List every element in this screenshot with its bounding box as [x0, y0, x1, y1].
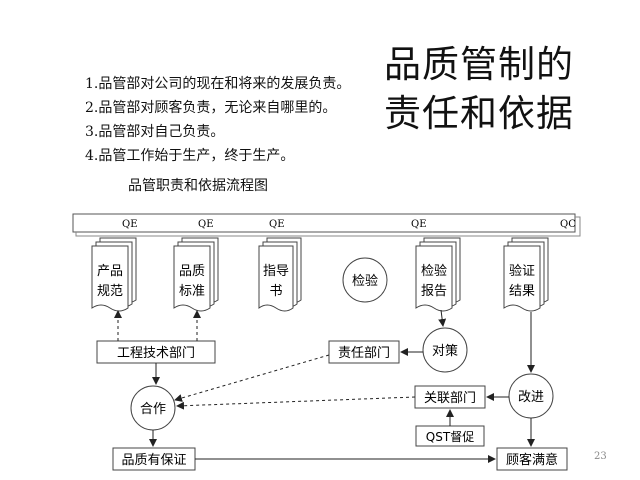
node-label: 改进 — [518, 390, 544, 405]
box-qst-supervise: QST督促 — [415, 425, 485, 447]
doc-label: 报告 — [421, 284, 447, 299]
title-line-2: 责任和依据 — [384, 92, 574, 135]
list-item: 4.品管工作始于生产，终于生产。 — [85, 144, 415, 168]
box-label: 品质有保证 — [121, 453, 186, 468]
node-inspection: 检验 — [342, 257, 388, 303]
banner-label: QE — [411, 219, 427, 230]
box-label: 责任部门 — [338, 346, 390, 361]
doc-label: 标准 — [179, 284, 205, 299]
list-number: 1. — [85, 76, 99, 92]
node-improvement: 改进 — [508, 373, 554, 419]
list-item: 3.品管部对自己负责。 — [85, 120, 415, 144]
doc-label: 品质 — [179, 264, 205, 279]
doc-label: 结果 — [509, 284, 535, 299]
box-quality-assured: 品质有保证 — [112, 447, 196, 471]
list-item: 2.品管部对顾客负责，无论来自哪里的。 — [85, 96, 415, 120]
arrow-related-to-cooperation — [176, 396, 416, 410]
node-label: 合作 — [140, 402, 166, 417]
box-related-dept: 关联部门 — [414, 385, 486, 409]
node-label: 检验 — [352, 273, 378, 289]
doc-verification-result: 验证 结果 — [503, 237, 549, 312]
list-text: 品管部对公司的现在和将来的发展负责。 — [98, 76, 351, 92]
doc-instruction: 指导 书 — [258, 237, 302, 312]
banner-label: QE — [269, 219, 285, 230]
list-number: 3. — [85, 124, 99, 140]
banner-label: QE — [122, 219, 138, 230]
doc-label: 书 — [269, 284, 282, 299]
doc-quality-standard: 品质 标准 — [173, 237, 219, 312]
box-responsible-dept: 责任部门 — [328, 340, 400, 364]
box-label: 关联部门 — [424, 391, 476, 406]
box-customer-satisfaction: 顾客满意 — [496, 447, 568, 471]
list-item: 1.品管部对公司的现在和将来的发展负责。 — [85, 72, 415, 96]
doc-inspection-report: 检验 报告 — [415, 237, 461, 312]
slide-title: 品质管制的 责任和依据 — [384, 40, 634, 138]
arrow-responsible-to-cooperation — [174, 354, 330, 402]
list-text: 品管部对顾客负责，无论来自哪里的。 — [98, 100, 337, 116]
box-label: 工程技术部门 — [117, 346, 195, 361]
node-label: 对策 — [432, 343, 458, 359]
diagram-subtitle: 品管职责和依据流程图 — [128, 178, 268, 194]
doc-label: 检验 — [421, 263, 447, 279]
node-countermeasure: 对策 — [422, 327, 468, 373]
box-label: QST督促 — [426, 429, 474, 444]
banner-label: QC — [560, 219, 576, 230]
qe-banner: QE QE QE QE QC — [72, 213, 581, 237]
list-text: 品管部对自己负责。 — [98, 124, 225, 140]
title-line-1: 品质管制的 — [384, 43, 574, 86]
list-text: 品管工作始于生产，终于生产。 — [98, 148, 295, 164]
responsibility-list: 1.品管部对公司的现在和将来的发展负责。 2.品管部对顾客负责，无论来自哪里的。… — [85, 72, 415, 168]
doc-label: 规范 — [97, 284, 123, 299]
node-cooperation: 合作 — [130, 385, 176, 431]
doc-label: 产品 — [97, 264, 123, 279]
box-engineering-dept: 工程技术部门 — [96, 340, 216, 364]
doc-label: 验证 — [509, 263, 535, 279]
doc-label: 指导 — [263, 264, 289, 279]
box-label: 顾客满意 — [506, 452, 558, 468]
list-number: 4. — [85, 148, 99, 164]
doc-product-spec: 产品 规范 — [91, 237, 137, 312]
banner-label: QE — [198, 219, 214, 230]
list-number: 2. — [85, 100, 99, 116]
page-number: 23 — [594, 451, 607, 462]
arrow-report-to-countermeasure — [438, 309, 447, 327]
connectors — [114, 309, 535, 463]
